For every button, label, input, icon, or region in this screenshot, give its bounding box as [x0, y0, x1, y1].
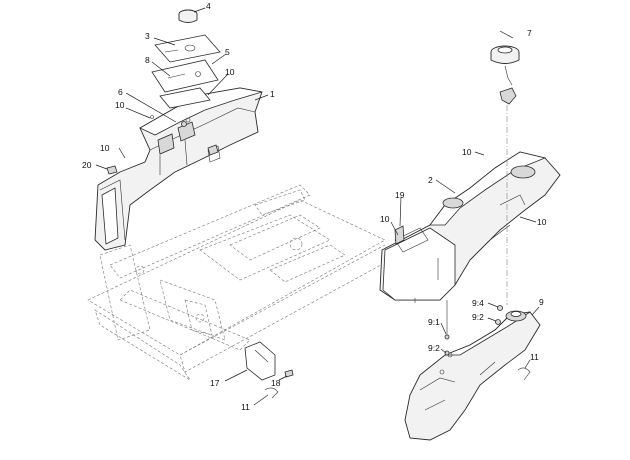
callout-10-f: 10: [537, 217, 547, 227]
part-5-spacer-plate: [159, 87, 211, 109]
part-17-shield-plate: [244, 341, 276, 381]
callout-9-4: 9:4: [472, 298, 484, 308]
callout-10-a: 10: [225, 67, 235, 77]
callout-11-a: 11: [241, 402, 250, 412]
part-11-hairpin-b: [517, 367, 531, 381]
chassis-frame: [87, 184, 391, 381]
callout-3: 3: [145, 31, 150, 41]
callout-6: 6: [118, 87, 123, 97]
part-9-1-hose: [444, 300, 450, 356]
callout-17: 17: [210, 378, 220, 388]
callout-8: 8: [145, 55, 150, 65]
callout-9-2-a: 9:2: [472, 312, 484, 322]
callout-11-b: 11: [530, 352, 539, 362]
callout-7: 7: [527, 28, 532, 38]
callout-9: 9: [539, 297, 544, 307]
callout-18: 18: [271, 378, 281, 388]
callout-labels: 1 2 3 4 5 6 7 8 9 10 10 10 10 10 10 11 1…: [82, 1, 547, 412]
part-19-bracket: [394, 225, 405, 245]
part-4-knob: [178, 9, 198, 23]
part-11-hairpin-a: [264, 387, 279, 399]
callout-10-d: 10: [462, 147, 472, 157]
callout-9-1: 9:1: [428, 317, 440, 327]
part-9-2-fitting: [495, 319, 501, 325]
part-18-screw: [284, 369, 294, 378]
callout-10-e: 10: [380, 214, 390, 224]
part-3-cover-plate: [154, 34, 221, 63]
callout-4: 4: [206, 1, 211, 11]
hardware-bracket: [207, 144, 219, 156]
callout-19: 19: [395, 190, 405, 200]
callout-1: 1: [270, 89, 275, 99]
part-9-4-fitting: [497, 305, 503, 311]
callout-9-2-b: 9:2: [428, 343, 440, 353]
part-6-screw: [181, 121, 187, 127]
part-9-fuel-tank: [404, 310, 541, 441]
callout-5: 5: [225, 47, 230, 57]
part-20-clip: [106, 165, 118, 175]
part-2-front-console: [379, 151, 561, 303]
callout-10-b: 10: [115, 100, 125, 110]
part-7-filler-cap: [490, 45, 520, 105]
part-1-rear-console: [94, 87, 263, 251]
callout-2: 2: [428, 175, 433, 185]
callout-10-c: 10: [100, 143, 110, 153]
callout-20: 20: [82, 160, 92, 170]
leader-lines: [95, 7, 540, 406]
part-8-control-plate: [151, 59, 219, 93]
